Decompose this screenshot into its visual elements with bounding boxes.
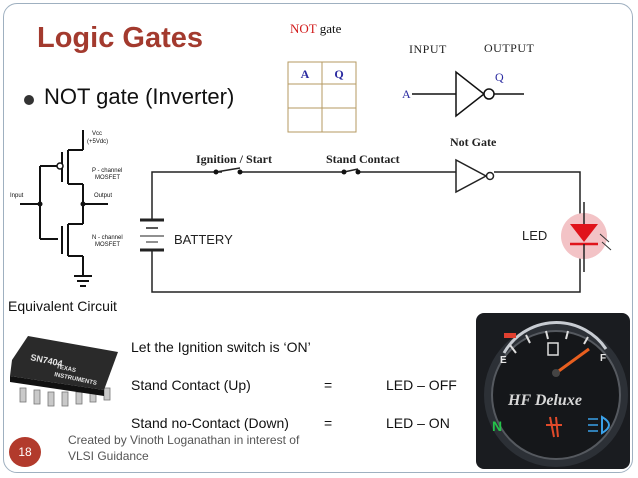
statement-row2-right: LED – ON [386, 415, 450, 431]
truth-table-header-q: Q [334, 67, 343, 81]
truth-table-caption: NOT gate [290, 21, 341, 37]
bullet-text: NOT gate (Inverter) [44, 84, 235, 109]
dashboard-e: E [500, 355, 507, 366]
cmos-inverter-schematic: Vcc (+5Vdc) P - channel MOSFET N - chann… [10, 130, 123, 287]
symbol-input-heading: INPUT [409, 42, 447, 56]
cmos-pmos-line2: MOSFET [95, 175, 120, 181]
bullet-icon [24, 95, 34, 105]
fuel-pump-icon [547, 342, 559, 356]
statement-row1-left: Stand Contact (Up) [131, 377, 251, 393]
ignition-label: Ignition / Start [196, 152, 272, 166]
ignition-circuit: Ignition / Start Stand Contact Not Gate … [140, 135, 612, 293]
cmos-nmos-line2: MOSFET [95, 242, 120, 248]
statement-row2-eq: = [324, 415, 333, 431]
not-gate-symbol [412, 70, 524, 118]
cmos-nmos-line1: N - channel [92, 235, 123, 241]
dashboard-brand: HF Deluxe [507, 392, 582, 409]
led-label: LED [522, 228, 547, 243]
dashboard-image: E F HF Deluxe N [476, 313, 630, 469]
dashboard-neutral: N [492, 418, 502, 434]
ic-chip-image: SN7404 TEXAS INSTRUMENTS [10, 336, 118, 407]
footer-line2: VLSI Guidance [68, 449, 149, 463]
truth-table: A Q [287, 61, 357, 133]
stand-contact-label: Stand Contact [326, 152, 400, 166]
headlight-icon [588, 415, 610, 435]
cmos-vcc-value: (+5Vdc) [87, 139, 108, 145]
cmos-pmos-line1: P - channel [92, 168, 122, 174]
cmos-vcc: Vcc [92, 131, 102, 137]
sidestand-warning-icon [546, 416, 562, 438]
slide-frame [3, 3, 633, 473]
symbol-output-heading: OUTPUT [484, 41, 535, 55]
battery-label: BATTERY [174, 232, 233, 247]
slide-title: Logic Gates [37, 22, 203, 54]
cmos-output: Output [94, 193, 112, 199]
statement-row1-eq: = [324, 377, 333, 393]
equivalent-circuit-label: Equivalent Circuit [8, 298, 117, 314]
dashboard-f: F [600, 353, 606, 364]
symbol-input-label: A [402, 87, 411, 101]
footer-line1: Created by Vinoth Loganathan in interest… [68, 433, 300, 447]
symbol-output-label: Q [495, 70, 504, 84]
not-gate-label: Not Gate [450, 135, 497, 149]
truth-table-caption-rest: gate [319, 21, 342, 36]
footer-credit: Created by Vinoth Loganathan in interest… [68, 432, 299, 464]
cmos-input: Input [10, 193, 24, 199]
statement-ignition: Let the Ignition switch is ‘ON’ [131, 339, 311, 355]
chip-brand-line1: TEXAS [56, 364, 77, 374]
slide-number: 18 [9, 437, 41, 467]
statement-row2-left: Stand no-Contact (Down) [131, 415, 289, 431]
truth-table-caption-word: NOT [290, 21, 317, 36]
truth-table-header-a: A [301, 67, 310, 81]
statement-row1-right: LED – OFF [386, 377, 457, 393]
